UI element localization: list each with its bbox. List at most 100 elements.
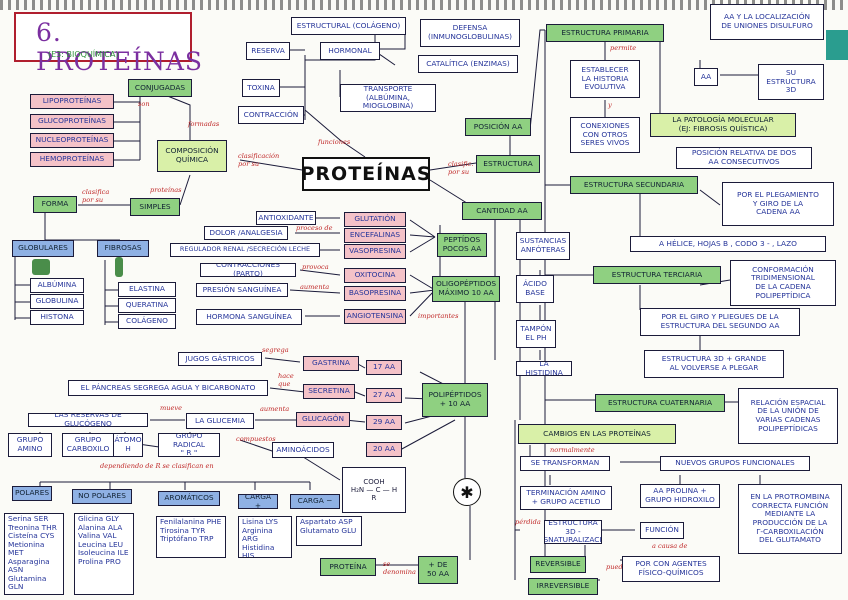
label-importantes: importantes (418, 312, 459, 320)
node-histona: HISTONA (30, 310, 84, 325)
label-clasific-por: clasific. por su (448, 160, 474, 176)
node-colageno: COLÁGENO (118, 314, 176, 329)
node-hormonal: HORMONAL (320, 42, 380, 60)
node-cambios: CAMBIOS EN LAS PROTEÍNAS (518, 424, 676, 444)
label-se-denomina: se denomina (383, 560, 416, 576)
node-transporte: TRANSPORTE (Albúmina, mioglobina) (340, 84, 436, 112)
node-regulador: REGULADOR RENAL /SECRECIÓN LECHE (170, 243, 320, 257)
node-jugos-gastricos: JUGOS GÁSTRICOS (178, 352, 262, 366)
node-posicion-aa: POSICIÓN aa (465, 118, 531, 136)
node-helice: α HÉLICE, HOJAS β , codo 3 - , lazo (630, 236, 826, 252)
node-polipeptidos: POLIPÉPTIDOS + 10 aa (422, 383, 488, 417)
node-glucemia: LA GLUCEMIA (186, 413, 254, 429)
node-reservas-glucogeno: LAS RESERVAS DE GLUCÓGENO (28, 413, 148, 427)
node-aa: aa (694, 68, 718, 86)
label-mueve: mueve (160, 404, 183, 412)
node-albumina: ALBÚMINA (30, 278, 84, 293)
node-polares-list: Serina SER Treonina THR Cisteína CYS Met… (4, 513, 64, 595)
node-carga-positiva: CARGA + (238, 494, 278, 509)
node-giro-pliegues: POR EL GIRO Y PLIEGUES DE LA ESTRUCTURA … (640, 308, 800, 336)
node-contraccion: CONTRACCIÓN (238, 106, 304, 124)
label-hace-que: hace que (278, 372, 294, 388)
node-nuevos-grupos: NUEVOS GRUPOS FUNCIONALES (660, 456, 810, 471)
node-su-estructura-3d: SU ESTRUCTURA 3D (758, 64, 824, 100)
label-segrega: segrega (262, 346, 289, 354)
node-conformacion: CONFORMACIÓN TRIDIMENSIONAL DE LA CADENA… (730, 260, 836, 306)
node-estructura: ESTRUCTURA (476, 155, 540, 173)
node-estructura-3d-desnaturalizacion: ESTRUCTURA 3D - desnaturalización (544, 520, 602, 544)
node-glucagon: GLUCAGÓN (296, 412, 350, 427)
node-reversible: REVERSIBLE (530, 556, 586, 573)
node-estructura-secundaria: ESTRUCTURA SECUNDARIA (570, 176, 698, 194)
node-globulares: GLOBULARES (12, 240, 74, 257)
globular-protein-icon (32, 259, 50, 275)
node-mas-50aa: + de 50 aa (418, 556, 458, 584)
label-y: y (608, 101, 612, 109)
node-encefalinas: ENCEFALINAS (344, 228, 406, 243)
page-title-box: 6. PROTEÍNAS (E3: BIOQUÍMICA) (14, 12, 202, 76)
label-funciones: funciones (318, 138, 351, 146)
node-estructura-cuaternaria: ESTRUCTURA CUATERNARIA (595, 394, 725, 412)
node-carganeg-list: Aspartato ASP Glutamato GLU (296, 516, 362, 546)
node-se-transforman: SE TRANSFORMAN (520, 456, 610, 471)
label-formadas: formadas (188, 120, 220, 128)
node-aa-localizacion: aa Y LA LOCALIZACIÓN DE UNIONES DISULFUR… (710, 4, 824, 40)
node-acido-base: ÁCIDO BASE (516, 275, 554, 303)
node-carga-negativa: CARGA − (290, 494, 340, 509)
node-peptidos: PEPTÍDOS pocos aa (437, 233, 487, 257)
node-dolor: DOLOR /ANALGESIA (204, 226, 288, 240)
node-oligopeptidos: OLIGOPÉPTIDOS máximo 10 aa (432, 276, 500, 302)
label-a-causa: a causa de (652, 542, 688, 550)
node-grupo-carboxilo: GRUPO CARBOXILO (62, 433, 114, 457)
node-antioxidante: ANTIOXIDANTE (256, 211, 316, 225)
node-conexiones: CONEXIONES CON OTROS SERES VIVOS (570, 117, 640, 153)
node-estructura-terciaria: ESTRUCTURA TERCIARIA (593, 266, 721, 284)
node-histidina: LA HISTIDINA (516, 361, 572, 376)
node-nopolares-list: Glicina GLY Alanina ALA Valina VAL Leuci… (74, 513, 134, 595)
node-posicion-relativa: POSICIÓN RELATIVA DE DOS aa CONSECUTIVOS (676, 147, 812, 169)
node-vasopresina: VASOPRESINA (344, 244, 406, 259)
node-polares: POLARES (12, 486, 52, 501)
notebook-spiral (0, 0, 848, 10)
node-angiotensina: ANGIOTENSINA (344, 309, 406, 324)
node-atomo-h: ÁTOMO H (113, 433, 143, 457)
label-aumenta-glucemia: aumenta (260, 405, 290, 413)
label-clasificacion: clasificación por su (238, 152, 280, 168)
node-presion: PRESIÓN SANGUÍNEA (196, 283, 288, 297)
node-toxina: TOXINA (242, 79, 280, 97)
label-aumenta: aumenta (300, 283, 330, 291)
node-globulina: GLOBULINA (30, 294, 84, 309)
node-reserva: RESERVA (246, 42, 290, 60)
node-elastina: ELASTINA (118, 282, 176, 297)
label-son-conjugadas: son (138, 100, 150, 108)
node-amino-acid-formula: COOH H₂N — C — H R (342, 467, 406, 513)
label-pueden: pueden (606, 563, 631, 571)
label-normalmente: normalmente (550, 446, 595, 454)
node-estructura-primaria: ESTRUCTURA PRIMARIA (546, 24, 664, 42)
node-29aa: 29 aa (366, 415, 402, 430)
node-no-polares: NO POLARES (72, 489, 132, 504)
node-plegamiento: POR EL PLEGAMIENTO Y GIRO DE LA CADENA a… (722, 182, 834, 226)
label-proteinas: proteínas (150, 186, 182, 194)
node-irreversible: IRREVERSIBLE (528, 578, 598, 595)
node-fibrosas: FIBROSAS (97, 240, 149, 257)
node-relacion-espacial: RELACIÓN ESPACIAL DE LA UNIÓN DE VARIAS … (738, 388, 838, 444)
node-tampon: TAMPÓN el pH (516, 320, 556, 348)
node-simples: SIMPLES (130, 198, 180, 216)
node-grupo-radical: GRUPO RADICAL " R " (158, 433, 220, 457)
node-establecer-historia: ESTABLECER LA HISTORIA EVOLUTIVA (570, 60, 640, 98)
node-20aa: 20 aa (366, 442, 402, 457)
node-funcion: FUNCIÓN (640, 522, 684, 539)
node-gastrina: GASTRINA (303, 356, 359, 371)
node-cargapos-list: Lisina LYS Arginina ARG Histidina HIS (238, 516, 292, 558)
node-glucoproteinas: GLUCOPROTEÍNAS (30, 114, 114, 129)
node-grupo-amino: GRUPO AMINO (8, 433, 52, 457)
node-composicion-quimica: COMPOSICIÓN QUÍMICA (157, 140, 227, 172)
node-aromaticos-list: Fenilalanina PHE Tirosina TYR Triptófano… (156, 516, 226, 558)
fibrous-protein-icon (115, 257, 123, 277)
node-hormona-sanguinea: HORMONA SANGUÍNEA (196, 309, 302, 325)
asterisk-icon: ✱ (453, 478, 481, 506)
node-cantidad-aa: CANTIDAD aa (462, 202, 542, 220)
node-aminoacidos: AMINOÁCIDOS (272, 442, 334, 458)
node-glutation: GLUTATIÓN (344, 212, 406, 227)
